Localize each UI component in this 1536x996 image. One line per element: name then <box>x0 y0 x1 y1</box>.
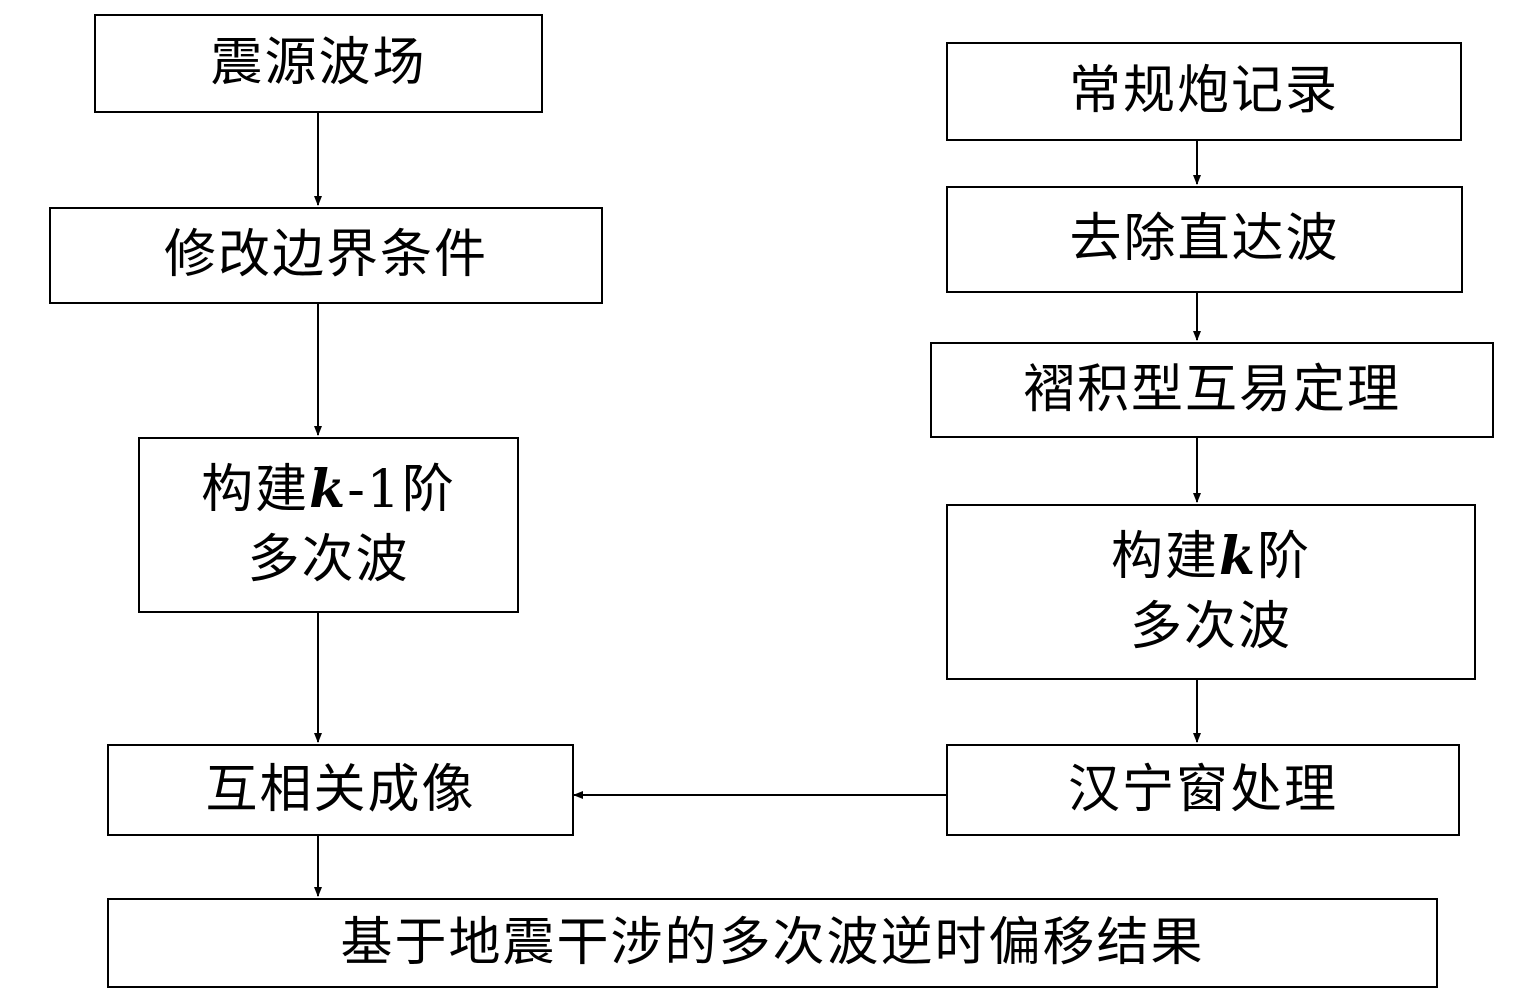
source-wavefield-box: 震源波场 <box>94 14 543 113</box>
reciprocity-box: 褶积型互易定理 <box>930 342 1494 438</box>
build-k-prefix: 构建 <box>1110 526 1219 587</box>
build-k-minus-1-line1: 构建k-1阶 <box>201 455 456 525</box>
conventional-shot-label: 常规炮记录 <box>1068 61 1339 122</box>
cross-correlation-label: 互相关成像 <box>205 759 476 820</box>
build-k-minus-1-prefix: 构建 <box>201 459 310 520</box>
build-k-line1: 构建k阶 <box>1111 522 1311 592</box>
build-k-minus-1-box: 构建k-1阶 多次波 <box>138 437 519 613</box>
hanning-box: 汉宁窗处理 <box>946 744 1460 836</box>
reciprocity-label: 褶积型互易定理 <box>1022 359 1401 420</box>
result-box: 基于地震干涉的多次波逆时偏移结果 <box>107 898 1438 988</box>
remove-direct-box: 去除直达波 <box>946 186 1463 293</box>
build-k-k: k <box>1218 525 1258 587</box>
build-k-line2: 多次波 <box>1129 597 1292 657</box>
conventional-shot-box: 常规炮记录 <box>946 42 1462 141</box>
hanning-label: 汉宁窗处理 <box>1067 759 1338 820</box>
build-k-box: 构建k阶 多次波 <box>946 504 1476 680</box>
build-k-minus-1-line2: 多次波 <box>247 530 410 590</box>
build-k-minus-1-suffix: -1阶 <box>347 459 456 520</box>
modify-boundary-box: 修改边界条件 <box>49 207 603 304</box>
source-wavefield-label: 震源波场 <box>210 33 427 94</box>
result-label: 基于地震干涉的多次波逆时偏移结果 <box>340 912 1205 973</box>
cross-correlation-box: 互相关成像 <box>107 744 574 836</box>
remove-direct-label: 去除直达波 <box>1069 209 1340 270</box>
modify-boundary-label: 修改边界条件 <box>163 225 488 286</box>
build-k-minus-1-k: k <box>309 458 348 520</box>
build-k-suffix: 阶 <box>1257 526 1312 587</box>
